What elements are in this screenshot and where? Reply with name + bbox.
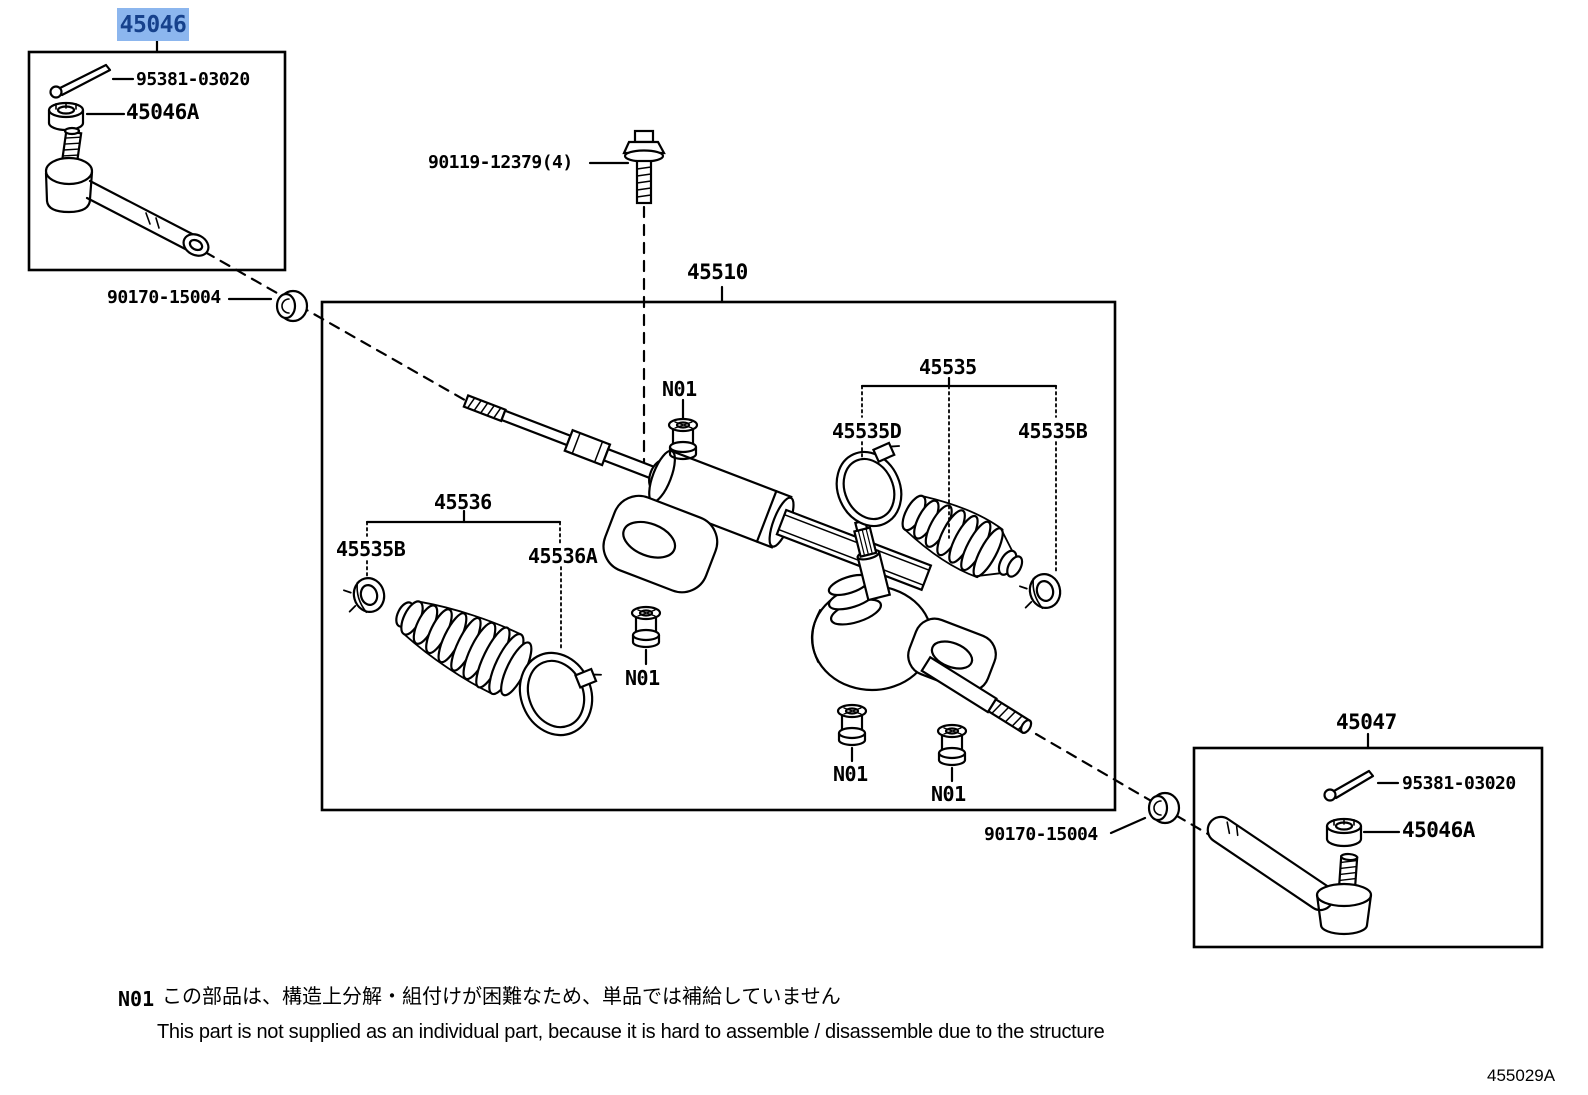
boot-clamp-lh-label[interactable]: 45536A: [528, 544, 598, 568]
tie-rod-end-rh-drawing: [1206, 815, 1373, 936]
tie-rod-end-lh-drawing: [44, 126, 210, 257]
grommet-label-upper[interactable]: 90170-15004: [107, 287, 221, 308]
tie-rod-rh-label[interactable]: 45047: [1336, 710, 1397, 734]
footnote-japanese: この部品は、構造上分解・組付けが困難なため、単品では補給していません: [162, 986, 841, 1008]
selected-part-callout[interactable]: 45046: [117, 8, 189, 41]
tie-rod-rh-box: [1192, 732, 1544, 949]
grommet-drawing: [836, 703, 868, 747]
steering-rack-drawing: [462, 393, 1033, 734]
tie-rod-lh-box: [27, 39, 287, 272]
gear-assembly-box: [320, 285, 1117, 812]
n01-label-4: N01: [931, 782, 966, 806]
boot-bellows-lh-drawing: [395, 600, 533, 697]
cotter-pin-drawing: [49, 63, 112, 99]
boot-bellows-rh-drawing: [901, 494, 1024, 579]
bushing-drawing: [1147, 791, 1181, 825]
n01-label-1: N01: [662, 377, 697, 401]
pinion-input-shaft: [853, 519, 892, 602]
leader-line: [1109, 816, 1147, 835]
boot-set-rh-label[interactable]: 45535: [919, 355, 977, 379]
boot-clip-rh-drawing: [1017, 569, 1065, 615]
boot-clip-rh-label[interactable]: 45535B: [1018, 419, 1088, 443]
n01-label-3: N01: [833, 762, 868, 786]
leader-line: [644, 398, 954, 783]
boot-clip-lh-drawing: [341, 573, 389, 619]
boot-lh-bracket: [365, 509, 562, 652]
mount-bracket-left: [602, 494, 719, 594]
boot-clamp-rh-drawing: [835, 441, 903, 528]
boot-clamp-lh-drawing: [518, 651, 602, 737]
cotter-pin-label-rh[interactable]: 95381-03020: [1402, 773, 1516, 794]
bushing-drawing: [275, 289, 309, 323]
boot-clip-lh-label[interactable]: 45535B: [336, 537, 406, 561]
castle-nut-label-lh[interactable]: 45046A: [126, 100, 199, 124]
boot-clamp-rh-label[interactable]: 45535D: [832, 419, 902, 443]
assembly-dashed-lines: [203, 205, 1210, 836]
mount-bolt-label[interactable]: 90119-12379(4): [428, 152, 573, 173]
boot-lh-label[interactable]: 45536: [434, 490, 492, 514]
grommet-drawing: [936, 723, 968, 767]
cotter-pin-label-lh[interactable]: 95381-03020: [136, 69, 250, 90]
footnote-english: This part is not supplied as an individu…: [157, 1021, 1105, 1043]
castle-nut-drawing: [47, 101, 85, 132]
castle-nut-label-rh[interactable]: 45046A: [1402, 818, 1475, 842]
castle-nut-rh-drawing: [1325, 817, 1363, 848]
n01-label-2: N01: [625, 666, 660, 690]
grommet-label-lower[interactable]: 90170-15004: [984, 824, 1098, 845]
drawing-number: 455029A: [1487, 1066, 1556, 1085]
flange-bolt-drawing: [622, 129, 666, 205]
grommet-drawing: [630, 605, 662, 649]
gear-assembly-label[interactable]: 45510: [687, 260, 748, 284]
footnote-code: N01: [118, 987, 155, 1011]
boot-set-rh-bracket: [860, 376, 1058, 573]
cotter-pin-rh-drawing: [1323, 769, 1375, 802]
